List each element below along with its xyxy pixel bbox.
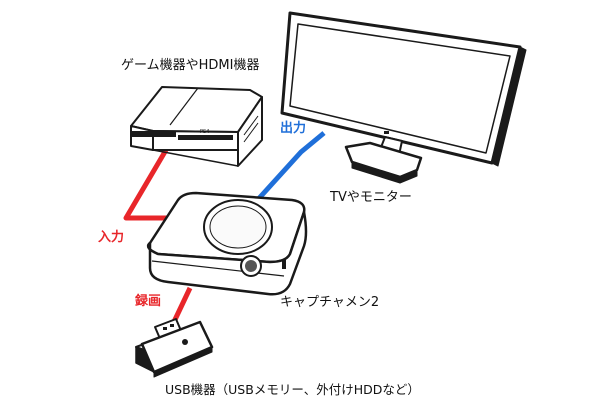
usb-drive-icon (135, 318, 214, 378)
capture-device-label: キャプチャメン2 (280, 295, 379, 310)
game-console-icon: PS4 (130, 86, 263, 167)
tv-monitor-label: TVやモニター (329, 190, 412, 205)
tv-monitor-icon (280, 11, 527, 184)
input-label: 入力 (98, 229, 124, 245)
output-cable (250, 131, 326, 208)
usb-device-label: USB機器（USBメモリー、外付けHDDなど） (165, 382, 420, 397)
console-badge: PS4 (200, 129, 209, 135)
output-label: 出力 (280, 120, 306, 136)
input-cable (123, 148, 175, 221)
record-label: 録画 (135, 293, 161, 309)
capture-device-icon (147, 191, 308, 296)
game-device-label: ゲーム機器やHDMI機器 (121, 58, 259, 73)
